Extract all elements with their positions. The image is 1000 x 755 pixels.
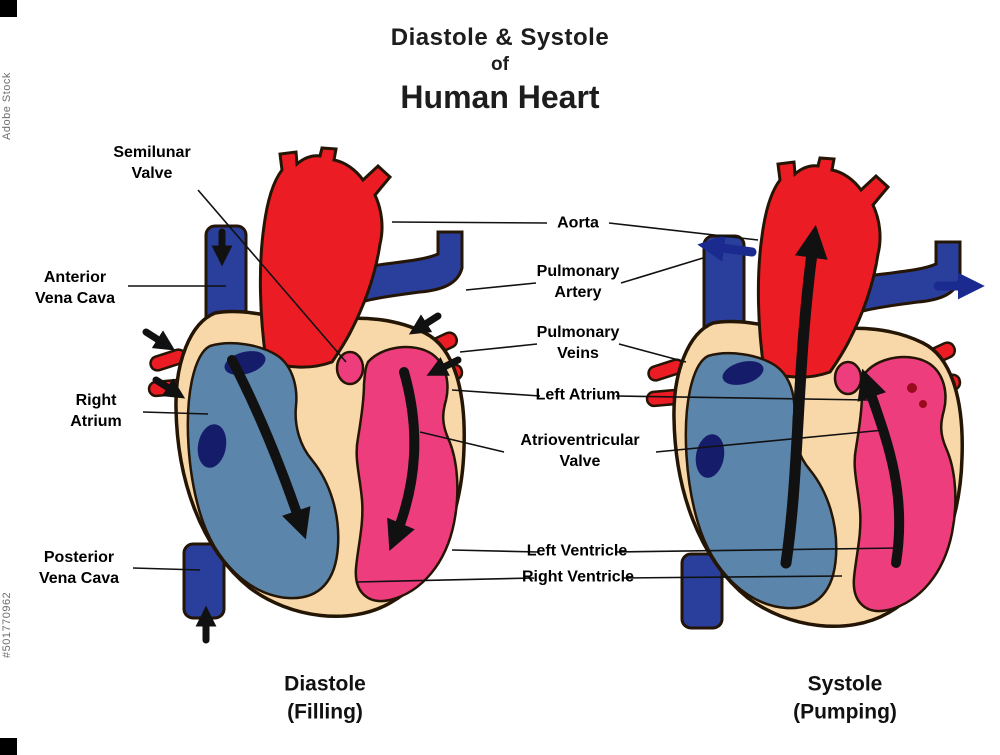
title-line-3: Human Heart	[400, 79, 600, 115]
systole-atrium-dots	[907, 383, 927, 408]
caption-systole: Systole (Pumping)	[793, 672, 897, 724]
caption-diastole: Diastole (Filling)	[284, 672, 366, 724]
label-anterior-vena-cava: Anterior Vena Cava	[34, 269, 116, 307]
label-pulmonary-artery: Pulmonary Artery	[536, 263, 620, 301]
systole-flow-arrows	[697, 224, 985, 569]
label-posterior-vena-cava: Posterior Vena Cava	[38, 549, 120, 587]
diastole-heart	[142, 146, 466, 644]
diastole-flow-arrows	[142, 228, 462, 644]
label-atrioventricular-valve: Atrioventricular Valve	[520, 432, 640, 470]
label-right-ventricle: Right Ventricle	[521, 568, 635, 586]
watermark-corner-square-bottom	[0, 738, 17, 755]
watermark-corner-square-top	[0, 0, 17, 17]
title-line-1: Diastole & Systole	[390, 24, 610, 51]
connector-lines	[128, 189, 899, 583]
systole-heart	[644, 156, 985, 630]
diagram-title: Diastole & Systole of Human Heart	[0, 24, 1000, 116]
label-left-ventricle: Left Ventricle	[526, 542, 628, 560]
title-line-2: of	[491, 54, 509, 75]
label-left-atrium: Left Atrium	[535, 386, 621, 404]
label-semilunar-valve: Semilunar Valve	[113, 144, 191, 182]
label-aorta: Aorta	[557, 214, 599, 232]
label-pulmonary-veins: Pulmonary Veins	[536, 324, 620, 362]
label-right-atrium: Right Atrium	[70, 392, 122, 430]
